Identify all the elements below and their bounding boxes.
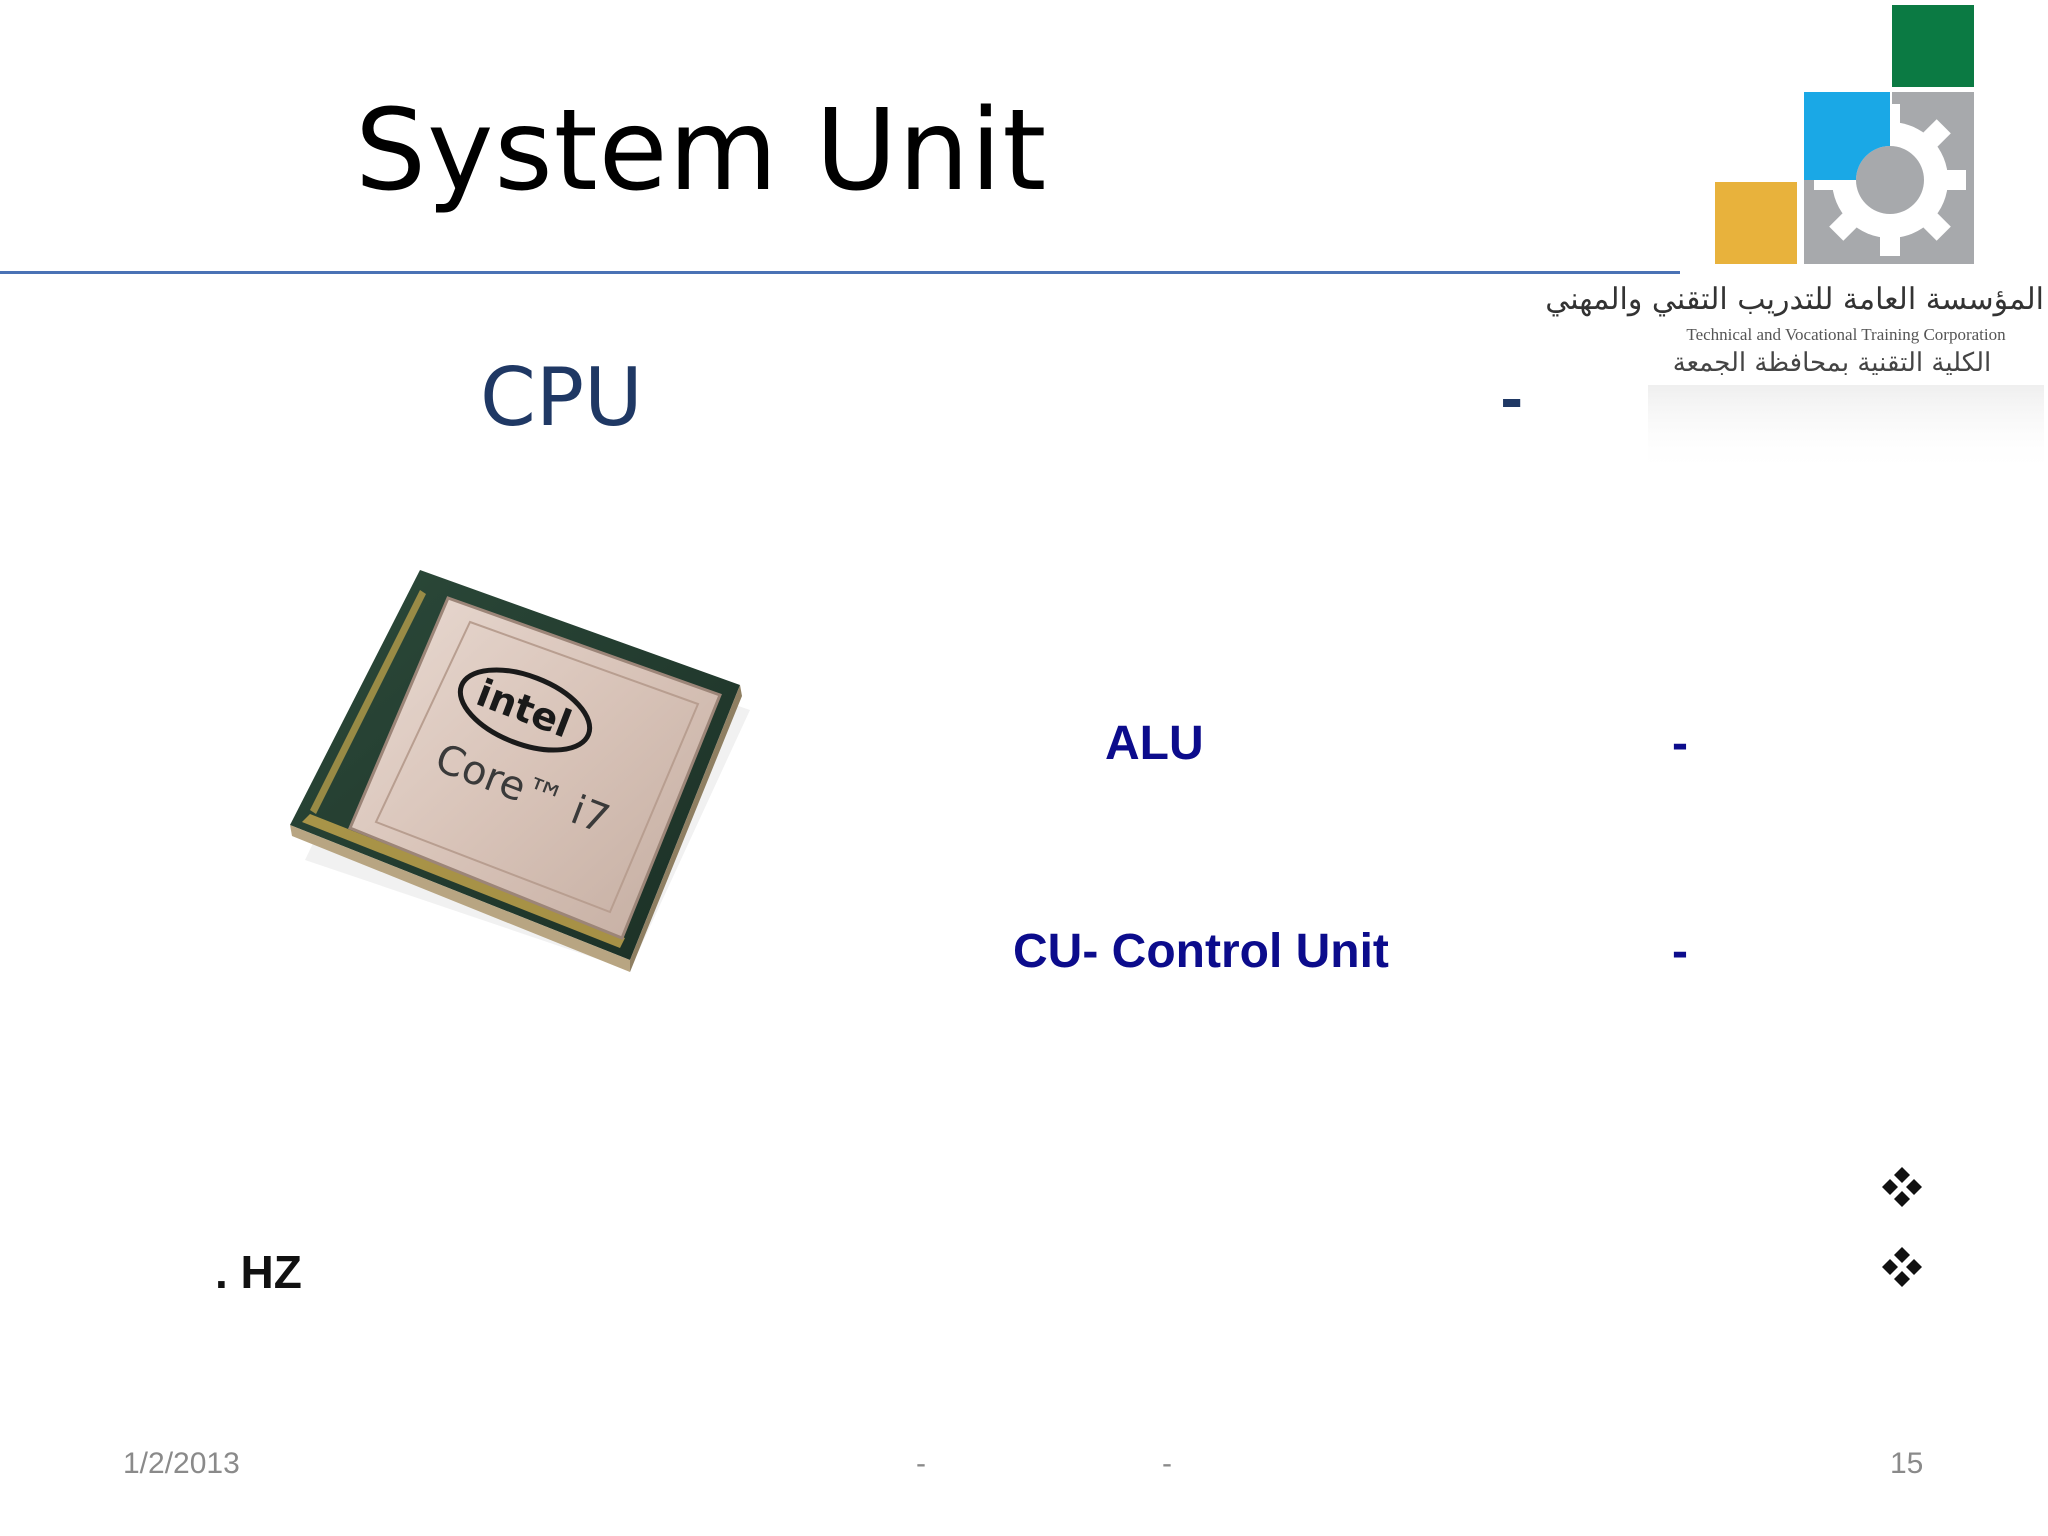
tvtc-logo bbox=[1715, 5, 1974, 264]
slide-title: System Unit bbox=[355, 86, 1048, 216]
alu-dash: - bbox=[1672, 717, 1688, 770]
footer-separator: - bbox=[1162, 1447, 1172, 1480]
cu-dash: - bbox=[1672, 925, 1688, 978]
intel-cpu-image: intel Core™ i7 bbox=[290, 570, 750, 972]
cpu-heading: CPU bbox=[480, 351, 643, 444]
diamond-bullet-icon bbox=[1882, 1167, 1922, 1207]
alu-label: ALU bbox=[1105, 717, 1204, 770]
footer-date: 1/2/2013 bbox=[123, 1447, 240, 1480]
hz-text: . HZ bbox=[215, 1246, 302, 1298]
logo-reflection bbox=[1648, 385, 2044, 475]
title-divider bbox=[0, 271, 1680, 274]
logo-arabic-college: الكلية التقنية بمحافظة الجمعة bbox=[1672, 348, 1992, 378]
slide-number: 15 bbox=[1890, 1447, 1924, 1480]
control-unit-label: CU- Control Unit bbox=[1013, 925, 1389, 978]
cpu-dash: - bbox=[1500, 368, 1524, 433]
logo-english-name: Technical and Vocational Training Corpor… bbox=[1686, 325, 2006, 344]
footer-separator: - bbox=[916, 1447, 926, 1480]
diamond-bullet-icon bbox=[1882, 1247, 1922, 1287]
logo-arabic-name: المؤسسة العامة للتدريب التقني والمهني bbox=[1545, 282, 2044, 317]
